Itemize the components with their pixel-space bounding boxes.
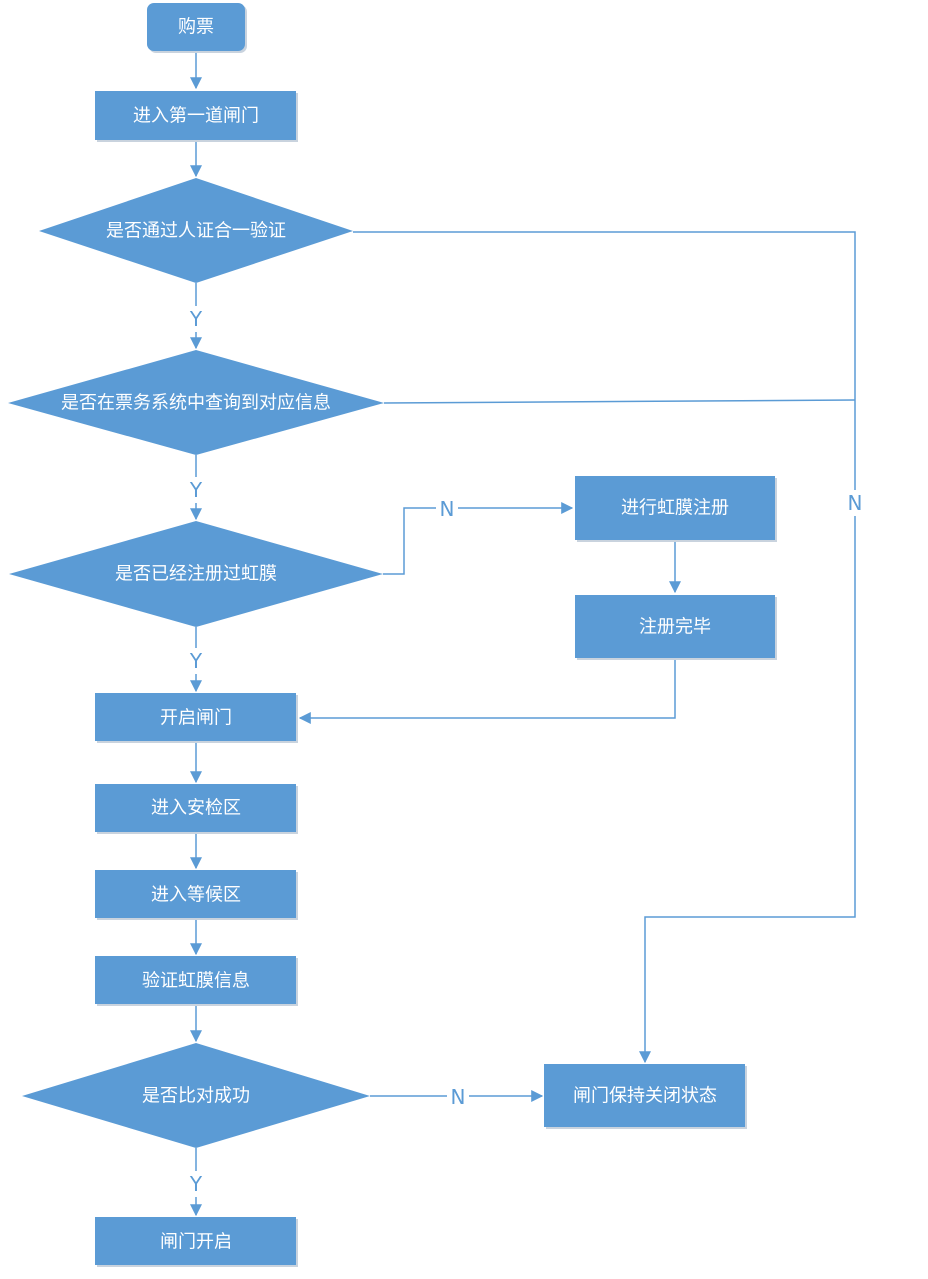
node-label: 进行虹膜注册 — [621, 498, 729, 519]
label-bg-fail-no — [844, 490, 866, 516]
process-box — [95, 784, 296, 832]
node-label: 是否已经注册过虹膜 — [115, 564, 277, 585]
node-label: 闸门开启 — [160, 1232, 232, 1253]
node-check-match: 是否比对成功 — [22, 1043, 370, 1148]
node-label: 进入等候区 — [151, 885, 241, 906]
node-gate-stays-closed: 闸门保持关闭状态 — [544, 1064, 747, 1129]
decision-diamond — [22, 1043, 370, 1148]
node-buy-ticket: 购票 — [147, 3, 247, 53]
process-box — [95, 693, 296, 741]
node-enter-first-gate: 进入第一道闸门 — [95, 91, 298, 142]
node-label: 闸门保持关闭状态 — [573, 1086, 717, 1107]
decision-diamond — [8, 350, 384, 455]
label-bg-match-yes — [186, 1171, 206, 1197]
edge-id-check-fail-to-closed — [353, 231, 856, 1064]
process-box — [95, 91, 296, 140]
edge-ticket-check-fail-connector — [383, 399, 856, 404]
node-label: 开启闸门 — [160, 708, 232, 729]
edge-label-ticket-yes: Y — [189, 478, 203, 502]
node-gate-opens: 闸门开启 — [95, 1217, 298, 1267]
node-enter-waiting: 进入等候区 — [95, 870, 298, 920]
node-registration-done: 注册完毕 — [575, 595, 777, 660]
node-check-id-match: 是否通过人证合一验证 — [39, 178, 353, 283]
edge-label-backgrounds — [186, 306, 866, 1197]
process-box — [544, 1064, 745, 1127]
process-box — [95, 1217, 296, 1265]
edge-label-fail-no: N — [848, 491, 863, 515]
process-box — [575, 476, 775, 540]
label-bg-ticket-yes — [186, 477, 206, 503]
node-enter-security: 进入安检区 — [95, 784, 298, 834]
node-label: 是否在票务系统中查询到对应信息 — [61, 393, 331, 414]
process-box — [95, 870, 296, 918]
edge-label-match-no: N — [451, 1085, 466, 1109]
edge-labels: Y Y N N Y N Y — [189, 307, 863, 1196]
decision-diamond — [9, 521, 383, 627]
edge-label-iris-no: N — [440, 497, 455, 521]
label-bg-iris-yes — [186, 648, 206, 674]
node-label: 是否比对成功 — [142, 1086, 250, 1107]
node-register-iris: 进行虹膜注册 — [575, 476, 777, 542]
node-label: 注册完毕 — [639, 617, 711, 638]
edge-label-match-yes: Y — [189, 1172, 203, 1196]
node-check-ticket-system: 是否在票务系统中查询到对应信息 — [8, 350, 384, 455]
node-label: 验证虹膜信息 — [142, 971, 250, 992]
start-terminal — [147, 3, 245, 51]
node-label: 购票 — [178, 17, 214, 38]
edge-iris-check-no-to-register — [383, 502, 574, 575]
label-bg-id-yes — [186, 306, 206, 332]
process-box — [95, 956, 296, 1004]
node-check-iris-registered: 是否已经注册过虹膜 — [9, 521, 383, 627]
label-bg-match-no — [447, 1084, 469, 1110]
edge-label-id-yes: Y — [189, 307, 203, 331]
edge-done-to-open-gate — [298, 659, 676, 724]
edge-label-iris-yes: Y — [189, 649, 203, 673]
node-label: 进入安检区 — [151, 798, 241, 819]
decision-diamond — [39, 178, 353, 283]
node-label: 进入第一道闸门 — [133, 106, 259, 127]
process-box — [575, 595, 775, 658]
node-verify-iris: 验证虹膜信息 — [95, 956, 298, 1006]
node-label: 是否通过人证合一验证 — [106, 221, 286, 242]
node-open-gate: 开启闸门 — [95, 693, 298, 743]
label-bg-iris-no — [436, 496, 458, 522]
